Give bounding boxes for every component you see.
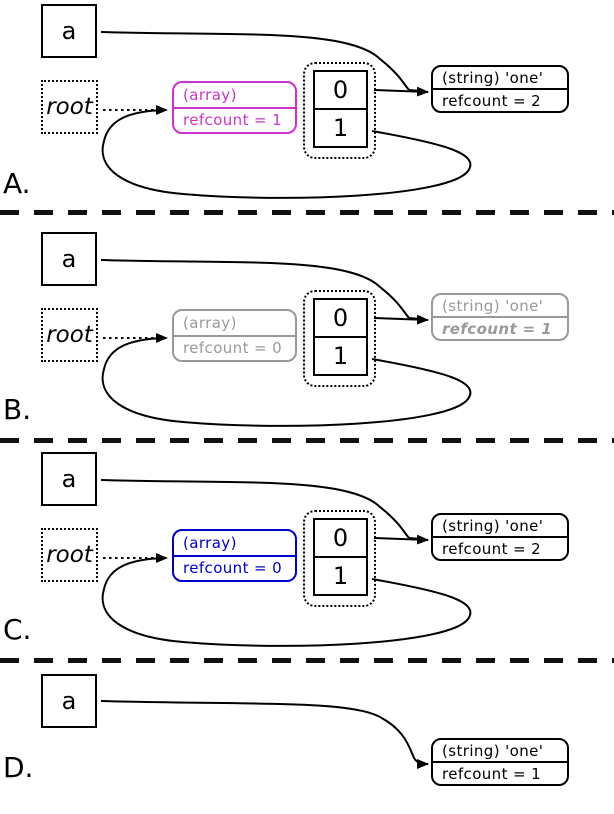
root-buffer-box: root [41, 308, 98, 362]
root-buffer-box: root [41, 528, 98, 582]
array-zval-box: (array) refcount = 0 [172, 529, 297, 582]
string-refcount-label: refcount = 2 [442, 91, 542, 110]
string-refcount-label: refcount = 1 [442, 319, 553, 338]
root-label: root [46, 94, 93, 120]
array-refcount-label: refcount = 1 [183, 111, 283, 130]
dashed-separator [0, 658, 614, 663]
array-cell-0: 0 [315, 520, 366, 558]
array-cell-0: 0 [315, 72, 366, 110]
array-elements-box: 0 1 [313, 70, 368, 148]
array-zval-box: (array) refcount = 1 [172, 81, 297, 134]
array-refcount-label: refcount = 0 [183, 339, 283, 358]
root-label: root [46, 542, 93, 568]
variable-label: a [61, 465, 77, 493]
string-refcount-label: refcount = 1 [442, 764, 542, 783]
panel-label-b: B. [3, 393, 32, 426]
variable-box: a [41, 452, 97, 506]
array-cell-1: 1 [332, 342, 349, 370]
panel-label-c: C. [3, 613, 32, 646]
string-zval-box: (string) 'one' refcount = 2 [431, 65, 569, 113]
string-zval-box: (string) 'one' refcount = 2 [431, 513, 569, 561]
array-elements-box: 0 1 [313, 298, 368, 376]
variable-label: a [61, 687, 77, 715]
string-refcount-label: refcount = 2 [442, 539, 542, 558]
dashed-separator [0, 210, 614, 215]
string-type-label: (string) 'one' [433, 67, 567, 90]
string-type-label: (string) 'one' [433, 740, 567, 763]
variable-box: a [41, 674, 97, 728]
variable-label: a [61, 17, 77, 45]
string-zval-box: (string) 'one' refcount = 1 [431, 293, 569, 341]
array-type-label: (array) [174, 311, 295, 337]
root-label: root [46, 322, 93, 348]
array-elements-box: 0 1 [313, 518, 368, 596]
variable-box: a [41, 232, 97, 286]
panel-label-d: D. [3, 751, 34, 784]
array-type-label: (array) [174, 83, 295, 109]
string-type-label: (string) 'one' [433, 515, 567, 538]
panel-label-a: A. [3, 167, 31, 200]
string-type-label: (string) 'one' [433, 295, 567, 318]
array-zval-box: (array) refcount = 0 [172, 309, 297, 362]
variable-box: a [41, 4, 97, 58]
pointer-a-to-string-panel-d [100, 700, 429, 769]
string-zval-box: (string) 'one' refcount = 1 [431, 738, 569, 786]
array-cell-0: 0 [315, 300, 366, 338]
array-type-label: (array) [174, 531, 295, 557]
array-refcount-label: refcount = 0 [183, 559, 283, 578]
root-buffer-box: root [41, 80, 98, 134]
variable-label: a [61, 245, 77, 273]
array-cell-1: 1 [332, 562, 349, 590]
dashed-separator [0, 438, 614, 443]
array-cell-1: 1 [332, 114, 349, 142]
